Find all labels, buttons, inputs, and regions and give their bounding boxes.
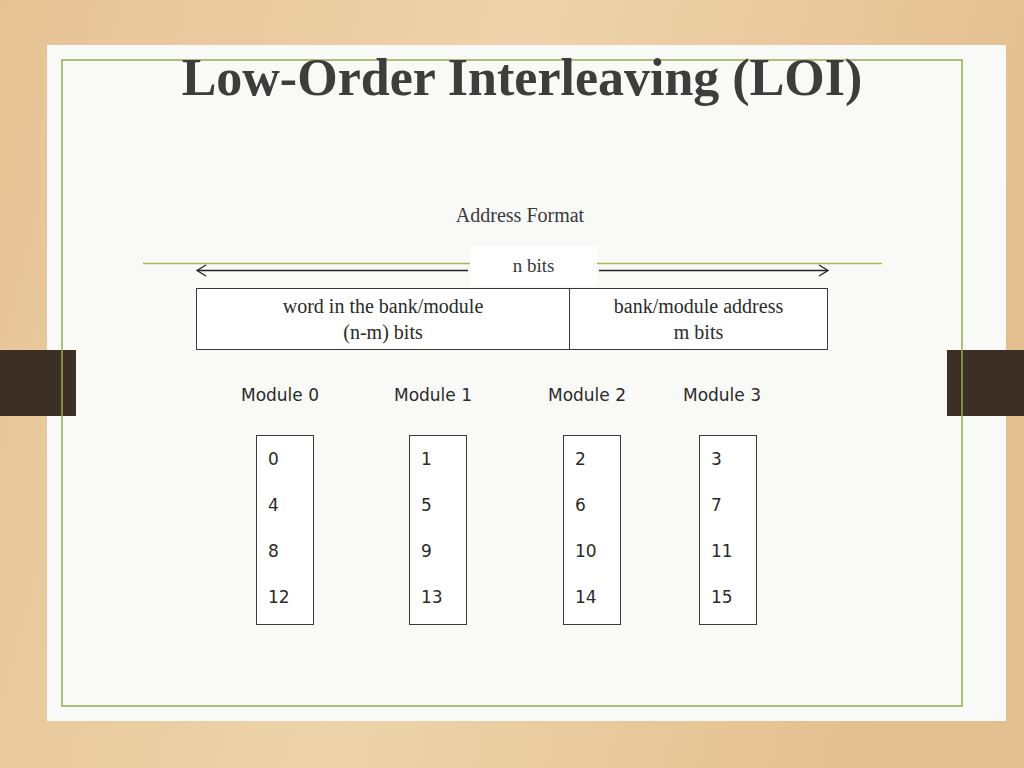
word-address: 4 bbox=[268, 482, 313, 528]
slide-panel bbox=[47, 45, 1006, 721]
field-name: word in the bank/module bbox=[283, 293, 484, 319]
module-box: 15913 bbox=[409, 435, 467, 625]
address-field: bank/module addressm bits bbox=[569, 288, 828, 350]
width-label: n bits bbox=[472, 255, 595, 277]
word-address: 10 bbox=[575, 528, 620, 574]
arrow-head-right bbox=[819, 265, 828, 276]
module-name: Module 3 bbox=[683, 385, 761, 405]
label-patch bbox=[470, 246, 597, 286]
word-address: 13 bbox=[421, 574, 466, 620]
arrow-head-left bbox=[197, 265, 206, 276]
module-box: 261014 bbox=[563, 435, 621, 625]
word-address: 7 bbox=[711, 482, 756, 528]
word-address: 11 bbox=[711, 528, 756, 574]
field-width: (n-m) bits bbox=[343, 319, 422, 345]
word-address: 12 bbox=[268, 574, 313, 620]
module-name: Module 2 bbox=[548, 385, 626, 405]
field-width: m bits bbox=[674, 319, 723, 345]
green-border bbox=[62, 60, 962, 706]
module-name: Module 0 bbox=[241, 385, 319, 405]
address-field: word in the bank/module(n-m) bits bbox=[196, 288, 570, 350]
word-address: 6 bbox=[575, 482, 620, 528]
module-name: Module 1 bbox=[394, 385, 472, 405]
section-label: Address Format bbox=[370, 204, 670, 227]
word-address: 0 bbox=[268, 436, 313, 482]
field-name: bank/module address bbox=[614, 293, 783, 319]
word-address: 14 bbox=[575, 574, 620, 620]
word-address: 2 bbox=[575, 436, 620, 482]
left-tab bbox=[0, 350, 76, 416]
word-address: 9 bbox=[421, 528, 466, 574]
slide-title: Low-Order Interleaving (LOI) bbox=[112, 48, 932, 107]
right-tab bbox=[947, 350, 1024, 416]
module-box: 04812 bbox=[256, 435, 314, 625]
word-address: 3 bbox=[711, 436, 756, 482]
word-address: 5 bbox=[421, 482, 466, 528]
width-arrow-left bbox=[198, 270, 468, 271]
word-address: 15 bbox=[711, 574, 756, 620]
word-address: 8 bbox=[268, 528, 313, 574]
module-box: 371115 bbox=[699, 435, 757, 625]
width-arrow-right bbox=[599, 270, 827, 271]
word-address: 1 bbox=[421, 436, 466, 482]
